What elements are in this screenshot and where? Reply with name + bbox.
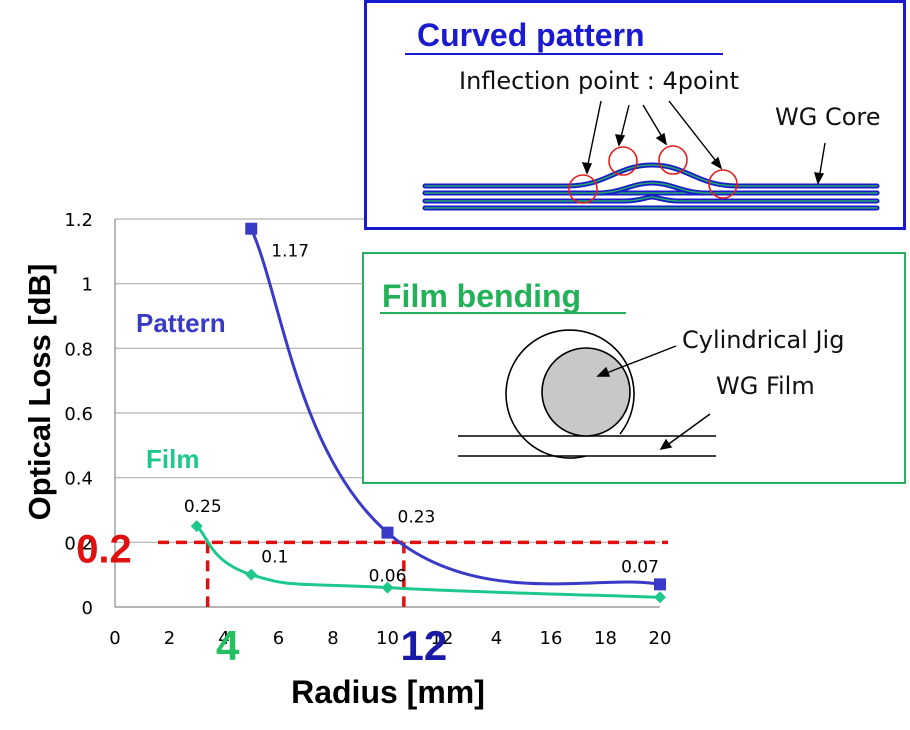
- film-arrows: [596, 345, 711, 450]
- data-label: 0.1: [261, 548, 288, 568]
- y-tick-label: 0.2: [64, 533, 93, 554]
- crossing-label: 12: [400, 622, 447, 669]
- inflection-marker: [708, 169, 738, 199]
- data-point-film: [245, 568, 258, 581]
- data-point-film: [190, 520, 203, 533]
- film-title-underline: [380, 312, 626, 314]
- waveguide-lines: [422, 162, 880, 211]
- axes: [114, 219, 660, 608]
- data-label: 0.25: [184, 497, 222, 517]
- series-name-pattern: Pattern: [136, 308, 226, 338]
- x-tick-label: 2: [164, 628, 175, 649]
- y-tick-label: 1: [82, 275, 93, 296]
- x-tick-label: 0: [109, 628, 120, 649]
- x-tick-label: 20: [649, 628, 672, 649]
- y-tick-labels: 0 0.2 0.4 0.6 0.8 1 1.2: [64, 210, 93, 619]
- x-tick-label: 6: [273, 628, 284, 649]
- inflection-arrows: [581, 100, 826, 185]
- x-tick-label: 4: [218, 628, 229, 649]
- data-label: 0.23: [398, 508, 436, 528]
- cylindrical-jig: [541, 347, 631, 437]
- curved-pattern-title: Curved pattern: [417, 17, 645, 53]
- threshold-lines: 0.2 4 12: [76, 527, 668, 669]
- y-tick-label: 0.4: [64, 469, 93, 490]
- cylindrical-jig-label: Cylindrical Jig: [682, 326, 845, 354]
- wg-film-label: WG Film: [716, 372, 815, 400]
- x-axis-label: Radius [mm]: [291, 674, 485, 710]
- y-tick-label: 0.6: [64, 404, 93, 425]
- inflection-markers: [568, 145, 738, 204]
- inflection-marker: [608, 146, 638, 176]
- x-tick-label: 18: [594, 628, 617, 649]
- film-wrap: [505, 329, 635, 459]
- inflection-marker: [568, 174, 598, 204]
- curved-title-underline: [405, 53, 723, 55]
- x-tick-label: 12: [431, 628, 454, 649]
- x-tick-label: 16: [540, 628, 563, 649]
- data-label: 0.06: [369, 567, 407, 587]
- wg-core-label: WG Core: [775, 103, 881, 131]
- y-tick-label: 0: [82, 598, 93, 619]
- waveguide-diagram: [422, 100, 880, 211]
- series: [190, 222, 666, 604]
- data-point-film: [381, 581, 394, 594]
- inflection-marker: [658, 145, 688, 175]
- film-bending-inset: Film bending Cylindrical Jig WG Film: [362, 252, 906, 484]
- curved-pattern-inset: Curved pattern Inflection: [364, 0, 906, 230]
- series-name-film: Film: [146, 444, 199, 474]
- data-point-pattern: [245, 222, 258, 235]
- data-labels: 1.17 0.23 0.07 0.25 0.1 0.06: [184, 242, 659, 587]
- data-label: 0.07: [621, 557, 659, 577]
- y-tick-label: 0.8: [64, 339, 93, 360]
- x-tick-labels: 0 2 4 6 8 10 12 4 16 18 20: [109, 628, 671, 649]
- data-point-pattern: [654, 578, 666, 591]
- data-point-film: [654, 591, 666, 604]
- film-bending-diagram: [458, 329, 716, 459]
- data-point-pattern: [381, 526, 394, 539]
- data-label: 1.17: [271, 242, 309, 262]
- series-line-film: [195, 525, 661, 599]
- x-tick-label: 10: [376, 628, 399, 649]
- crossing-label: 4: [216, 622, 240, 669]
- threshold-label: 0.2: [76, 527, 132, 571]
- y-axis-label: Optical Loss [dB]: [22, 264, 57, 521]
- film-bending-title: Film bending: [382, 278, 582, 314]
- y-tick-label: 1.2: [64, 210, 93, 231]
- x-tick-label: 4: [491, 628, 502, 649]
- x-tick-label: 8: [327, 628, 338, 649]
- inflection-point-label: Inflection point : 4point: [459, 67, 739, 95]
